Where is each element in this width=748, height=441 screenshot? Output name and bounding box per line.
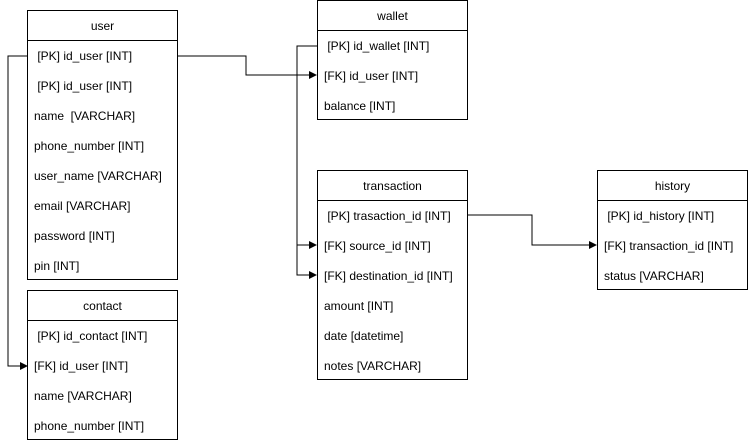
field-transaction-date: date [datetime] — [324, 329, 404, 343]
field-history-pk-id-history: [PK] id_history [INT] — [604, 209, 715, 223]
entity-title-wallet: wallet — [318, 1, 467, 31]
entity-history[interactable]: history [PK] id_history [INT] [FK] trans… — [597, 170, 748, 290]
field-transaction-notes: notes [VARCHAR] — [324, 359, 422, 373]
entity-title-user: user — [28, 11, 177, 41]
field-user-password: password [INT] — [34, 229, 115, 243]
field-history-status: status [VARCHAR] — [604, 269, 704, 283]
field-user-name: name [VARCHAR] — [34, 109, 136, 123]
field-user-pin: pin [INT] — [34, 259, 80, 273]
field-user-pk-id-user-2: [PK] id_user [INT] — [34, 79, 133, 93]
entity-transaction[interactable]: transaction [PK] trasaction_id [INT] [FK… — [317, 170, 468, 380]
connector-transaction-to-history — [467, 214, 597, 249]
connector-wallet-to-transaction-source — [296, 45, 317, 249]
entity-wallet[interactable]: wallet [PK] id_wallet [INT] [FK] id_user… — [317, 0, 468, 120]
field-contact-fk-id-user: [FK] id_user [INT] — [34, 359, 129, 373]
field-user-user-name: user_name [VARCHAR] — [34, 169, 162, 183]
entity-title-contact: contact — [28, 291, 177, 321]
field-transaction-fk-destination-id: [FK] destination_id [INT] — [324, 269, 453, 283]
field-user-phone-number: phone_number [INT] — [34, 139, 145, 153]
field-transaction-fk-source-id: [FK] source_id [INT] — [324, 239, 431, 253]
field-transaction-amount: amount [INT] — [324, 299, 394, 313]
connector-wallet-to-transaction-destination — [296, 245, 317, 279]
connector-user-to-wallet — [178, 55, 317, 79]
entity-title-transaction: transaction — [318, 171, 467, 201]
field-contact-name: name [VARCHAR] — [34, 389, 132, 403]
field-wallet-fk-id-user: [FK] id_user [INT] — [324, 69, 419, 83]
field-wallet-pk-id-wallet: [PK] id_wallet [INT] — [324, 39, 430, 53]
field-contact-phone-number: phone_number [INT] — [34, 419, 145, 433]
field-transaction-pk-transaction-id: [PK] trasaction_id [INT] — [324, 209, 451, 223]
field-contact-pk-id-contact: [PK] id_contact [INT] — [34, 329, 148, 343]
field-user-email: email [VARCHAR] — [34, 199, 131, 213]
entity-contact[interactable]: contact [PK] id_contact [INT] [FK] id_us… — [27, 290, 178, 440]
field-wallet-balance: balance [INT] — [324, 99, 396, 113]
entity-title-history: history — [598, 171, 747, 201]
entity-user[interactable]: user [PK] id_user [INT] [PK] id_user [IN… — [27, 10, 178, 280]
field-history-fk-transaction-id: [FK] transaction_id [INT] — [604, 239, 734, 253]
field-user-pk-id-user: [PK] id_user [INT] — [34, 49, 133, 63]
connector-user-to-contact — [7, 55, 28, 370]
